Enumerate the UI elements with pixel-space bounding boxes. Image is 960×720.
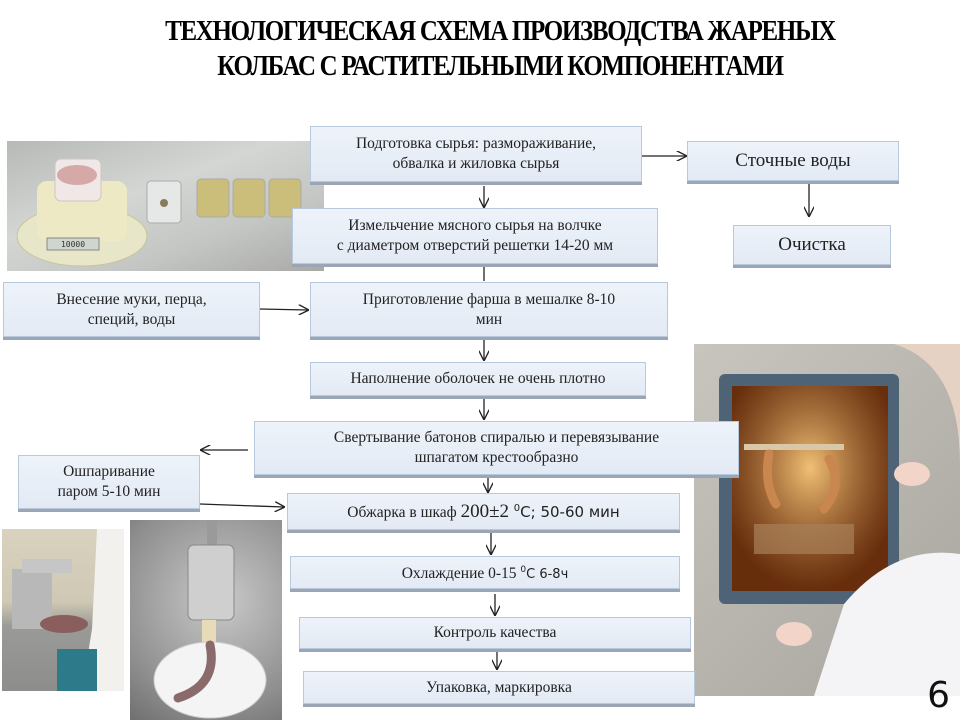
step-frying-temp: 200±2 (460, 501, 514, 523)
step-cooling-suffix: С 6-8ч (526, 567, 569, 583)
step-frying-prefix: Обжарка в шкаф (347, 504, 461, 522)
step-raw-material-prep-line-2: обвалка и жиловка сырья (392, 155, 560, 172)
step-raw-material-prep-line-1: Подготовка сырья: размораживание, (355, 135, 597, 152)
photo-oven-with-sausages (694, 344, 960, 696)
step-raw-material-prep: Подготовка сырья: размораживание, обвалка… (310, 126, 642, 182)
photo-meat-grinder (2, 529, 124, 691)
step-cooling-prefix: Охлаждение 0-15 (401, 565, 521, 583)
step-cooling-degree: 0 (520, 564, 527, 575)
step-frying: Обжарка в шкаф 200±2 0С; 50-60 мин (287, 493, 680, 530)
step-packing-labeling-label: Упаковка, маркировка (426, 678, 572, 696)
step-cooling: Охлаждение 0-15 0С 6-8ч (290, 556, 680, 589)
step-mixing-line-1: Приготовление фарша в мешалке 8-10 (362, 290, 616, 308)
scale-display: 10000 (61, 240, 85, 249)
slide-title-line-2: КОЛБАС С РАСТИТЕЛЬНЫМИ КОМПОНЕНТАМИ (217, 50, 784, 82)
step-frying-degree: 0 (513, 503, 521, 515)
step-additives: Внесение муки, перца, специй, воды (3, 282, 260, 337)
step-cleaning-label: Очистка (778, 234, 846, 255)
step-twisting-tying-line-2: шпагатом крестообразно (414, 449, 579, 466)
step-steam-scalding-line-2: паром 5-10 мин (57, 483, 161, 500)
step-casing-filling-label: Наполнение оболочек не очень плотно (350, 370, 606, 387)
step-quality-control-label: Контроль качества (433, 624, 557, 641)
step-twisting-tying: Свертывание батонов спиралью и перевязыв… (254, 421, 739, 475)
step-mixing: Приготовление фарша в мешалке 8-10 мин (310, 282, 668, 337)
arrow-additives-to-mixing (259, 309, 308, 310)
step-frying-suffix: С; 50-60 мин (520, 503, 620, 522)
step-cleaning: Очистка (733, 225, 891, 265)
step-mincing-line-2: с диаметром отверстий решетки 14-20 мм (336, 237, 614, 254)
step-casing-filling: Наполнение оболочек не очень плотно (310, 362, 646, 396)
step-steam-scalding-line-1: Ошпаривание (63, 463, 155, 480)
step-mincing: Измельчение мясного сырья на волчке с диа… (292, 208, 658, 264)
arrow-scalding-to-frying (199, 504, 284, 507)
step-mincing-line-1: Измельчение мясного сырья на волчке (348, 217, 602, 234)
step-twisting-tying-line-1: Свертывание батонов спиралью и перевязыв… (333, 429, 660, 446)
page-number: 6 (927, 675, 950, 716)
step-additives-line-2: специй, воды (87, 310, 176, 328)
step-quality-control: Контроль качества (299, 617, 691, 649)
step-mixing-line-2: мин (475, 310, 503, 328)
slide-title-line-1: ТЕХНОЛОГИЧЕСКАЯ СХЕМА ПРОИЗВОДСТВА ЖАРЕН… (165, 15, 836, 47)
photo-sausage-stuffer (130, 520, 282, 720)
step-additives-line-1: Внесение муки, перца, (56, 290, 207, 308)
step-wastewater-label: Сточные воды (735, 150, 851, 171)
step-wastewater: Сточные воды (687, 141, 899, 181)
photo-scale-with-ingredients: 10000 (7, 141, 324, 271)
step-packing-labeling: Упаковка, маркировка (303, 671, 695, 704)
step-steam-scalding: Ошпаривание паром 5-10 мин (18, 455, 200, 509)
